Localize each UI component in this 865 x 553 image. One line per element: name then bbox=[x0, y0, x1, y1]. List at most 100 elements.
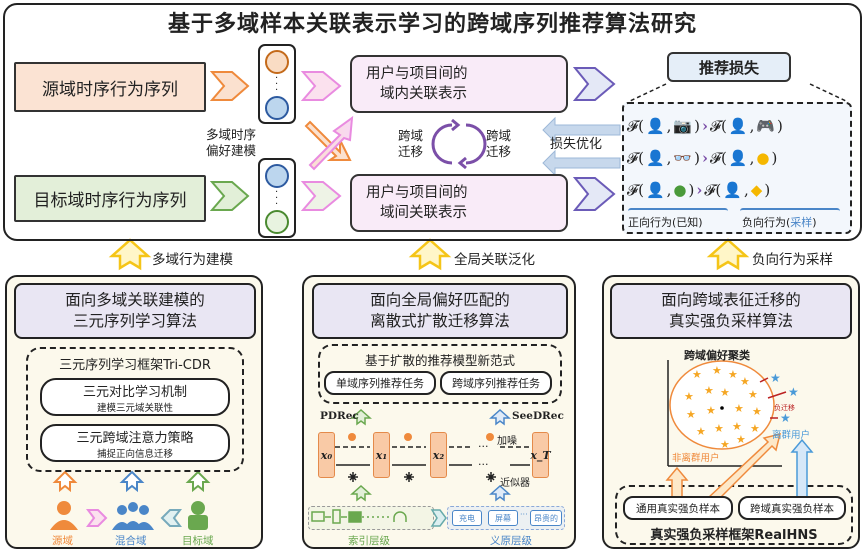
cross-transfer-label-left: 跨域迁移 bbox=[398, 128, 424, 159]
paren: ) bbox=[694, 149, 700, 167]
loss-rows: 𝓕(👤,📷) › 𝓕(👤,🎮) 𝓕(👤,👓) › 𝓕(👤,●) 𝓕(👤,●) ›… bbox=[627, 110, 851, 206]
cluster-label: 跨域偏好聚类 bbox=[684, 349, 750, 362]
orange-node-icon bbox=[265, 50, 289, 74]
state-xT: x_T bbox=[530, 432, 551, 478]
greater-than-icon: › bbox=[696, 181, 703, 199]
cluster-axes bbox=[667, 360, 782, 467]
paren: ) bbox=[764, 181, 771, 199]
loss-row: 𝓕(👤,📷) › 𝓕(👤,🎮) bbox=[627, 117, 783, 135]
tri-cdr-framework-box bbox=[26, 347, 244, 472]
link-label-global: 全局关联泛化 bbox=[454, 252, 535, 268]
male-user-icon: 👤 bbox=[645, 117, 665, 135]
general-negative-samples: 通用真实强负样本 bbox=[623, 496, 733, 520]
link-label-multi-domain: 多域行为建模 bbox=[152, 252, 233, 268]
loss-comparison-box bbox=[622, 102, 852, 234]
positive-behavior-label: 正向行为(已知) bbox=[628, 216, 703, 229]
cycle-transfer-icon bbox=[431, 118, 487, 170]
source-embedding-column: ··· bbox=[258, 44, 296, 124]
to-loss-arrow-bottom bbox=[572, 177, 616, 211]
domain-merge-arrows bbox=[86, 509, 182, 527]
female-user-icon: 👤 bbox=[728, 149, 748, 167]
paren: ) bbox=[777, 117, 783, 135]
callout-lines bbox=[628, 83, 849, 103]
dots: ··· bbox=[520, 510, 528, 519]
index-level-label: 索引层级 bbox=[348, 535, 390, 547]
index-up-arrow bbox=[350, 484, 372, 502]
f-symbol: 𝓕( bbox=[709, 149, 727, 167]
pdrec-up-arrow bbox=[350, 408, 372, 426]
blue-node-icon bbox=[265, 96, 289, 120]
male-user-icon: 👤 bbox=[728, 117, 748, 135]
support-user-icon: 👤 bbox=[723, 181, 742, 199]
negative-transfer-label: 负迁移 bbox=[774, 404, 795, 412]
seedrec-label: SeeDRec bbox=[512, 410, 564, 422]
negative-behavior-label: 负向行为(采样) bbox=[742, 216, 817, 229]
camera-icon: 📷 bbox=[673, 117, 693, 135]
support-user-icon: 👤 bbox=[645, 181, 665, 199]
svg-text:★: ★ bbox=[734, 402, 744, 415]
inter-chevron-arrow bbox=[300, 181, 342, 211]
loss-optimization-label: 损失优化 bbox=[550, 137, 603, 152]
svg-text:★: ★ bbox=[714, 422, 724, 435]
multi-domain-pref-label: 多域时序偏好建模 bbox=[205, 127, 256, 158]
approximator-icons bbox=[348, 472, 496, 482]
cross-domain-negative-samples: 跨域真实强负样本 bbox=[738, 496, 846, 520]
index-item-icons bbox=[311, 509, 407, 524]
paren: ) bbox=[771, 149, 778, 167]
yellow-up-arrows bbox=[108, 238, 750, 271]
target-user-icon bbox=[188, 501, 208, 530]
outlier-stars: ★ ★ ★ bbox=[770, 371, 799, 425]
outlier-user-label: 离群用户 bbox=[772, 430, 811, 441]
domain-label-source: 源域 bbox=[52, 535, 73, 547]
intra-domain-representation-box: 用户与项目间的域内关联表示 bbox=[350, 55, 568, 113]
svg-text:★: ★ bbox=[780, 411, 791, 425]
svg-text:★: ★ bbox=[704, 384, 714, 397]
svg-text:★: ★ bbox=[684, 390, 694, 403]
single-domain-task: 单域序列推荐任务 bbox=[324, 371, 436, 395]
svg-text:★: ★ bbox=[752, 405, 762, 418]
paren: ) bbox=[688, 181, 695, 199]
semantic-up-arrow bbox=[489, 484, 511, 502]
svg-text:★: ★ bbox=[770, 371, 781, 385]
cluster-stars: ★★★★★★★★★★★★★★★★★★ bbox=[684, 364, 762, 451]
diffusion-paradigm-box bbox=[318, 344, 562, 404]
lantern-icon: ◆ bbox=[750, 181, 763, 199]
seedrec-up-arrow bbox=[489, 408, 511, 426]
negative-transfer-arrows bbox=[759, 377, 787, 419]
cross-arrows bbox=[304, 115, 354, 171]
state-x2: x₂ bbox=[430, 432, 447, 478]
page-title: 基于多域样本关联表示学习的跨域序列推荐算法研究 bbox=[167, 12, 697, 37]
source-sequence-banner: 源域时序行为序列 bbox=[14, 62, 206, 112]
noise-burst-icons bbox=[348, 433, 494, 441]
domain-up-arrows bbox=[52, 470, 211, 493]
cluster-ellipse bbox=[669, 360, 775, 450]
intra-chevron-arrow bbox=[300, 71, 342, 101]
ball-icon: ● bbox=[756, 149, 770, 167]
svg-text:★: ★ bbox=[748, 388, 758, 401]
svg-text:★: ★ bbox=[736, 433, 746, 446]
f-symbol: 𝓕( bbox=[704, 181, 722, 199]
semantic-tag: 昂贵的 bbox=[530, 510, 562, 526]
target-sequence-banner: 目标域时序行为序列 bbox=[14, 175, 206, 222]
sample-arrows bbox=[665, 432, 814, 506]
state-x0: x₀ bbox=[318, 432, 335, 478]
loss-row: 𝓕(👤,●) › 𝓕(👤,◆) bbox=[627, 181, 771, 199]
negative-brace bbox=[740, 208, 840, 214]
semantic-level-label: 义原层级 bbox=[490, 535, 532, 547]
dots: ··· bbox=[478, 458, 489, 471]
svg-text:★: ★ bbox=[720, 386, 730, 399]
domain-label-target: 目标域 bbox=[182, 535, 214, 547]
diffusion-title: 面向全局偏好匹配的离散式扩散迁移算法 bbox=[312, 283, 568, 339]
recommendation-loss-box: 推荐损失 bbox=[667, 52, 791, 82]
non-outlier-user-label: 非离群用户 bbox=[672, 453, 720, 464]
ellipsis: ··· bbox=[275, 187, 279, 210]
greater-than-icon: › bbox=[701, 149, 708, 167]
ellipsis: ··· bbox=[275, 73, 279, 96]
positive-brace bbox=[628, 208, 728, 214]
svg-text:★: ★ bbox=[732, 420, 742, 433]
contrastive-mechanism-pill: 三元对比学习机制建模三元域关联性 bbox=[40, 378, 230, 416]
link-label-negative: 负向行为采样 bbox=[752, 252, 833, 268]
svg-text:★: ★ bbox=[788, 385, 799, 399]
green-node-icon bbox=[265, 210, 289, 234]
